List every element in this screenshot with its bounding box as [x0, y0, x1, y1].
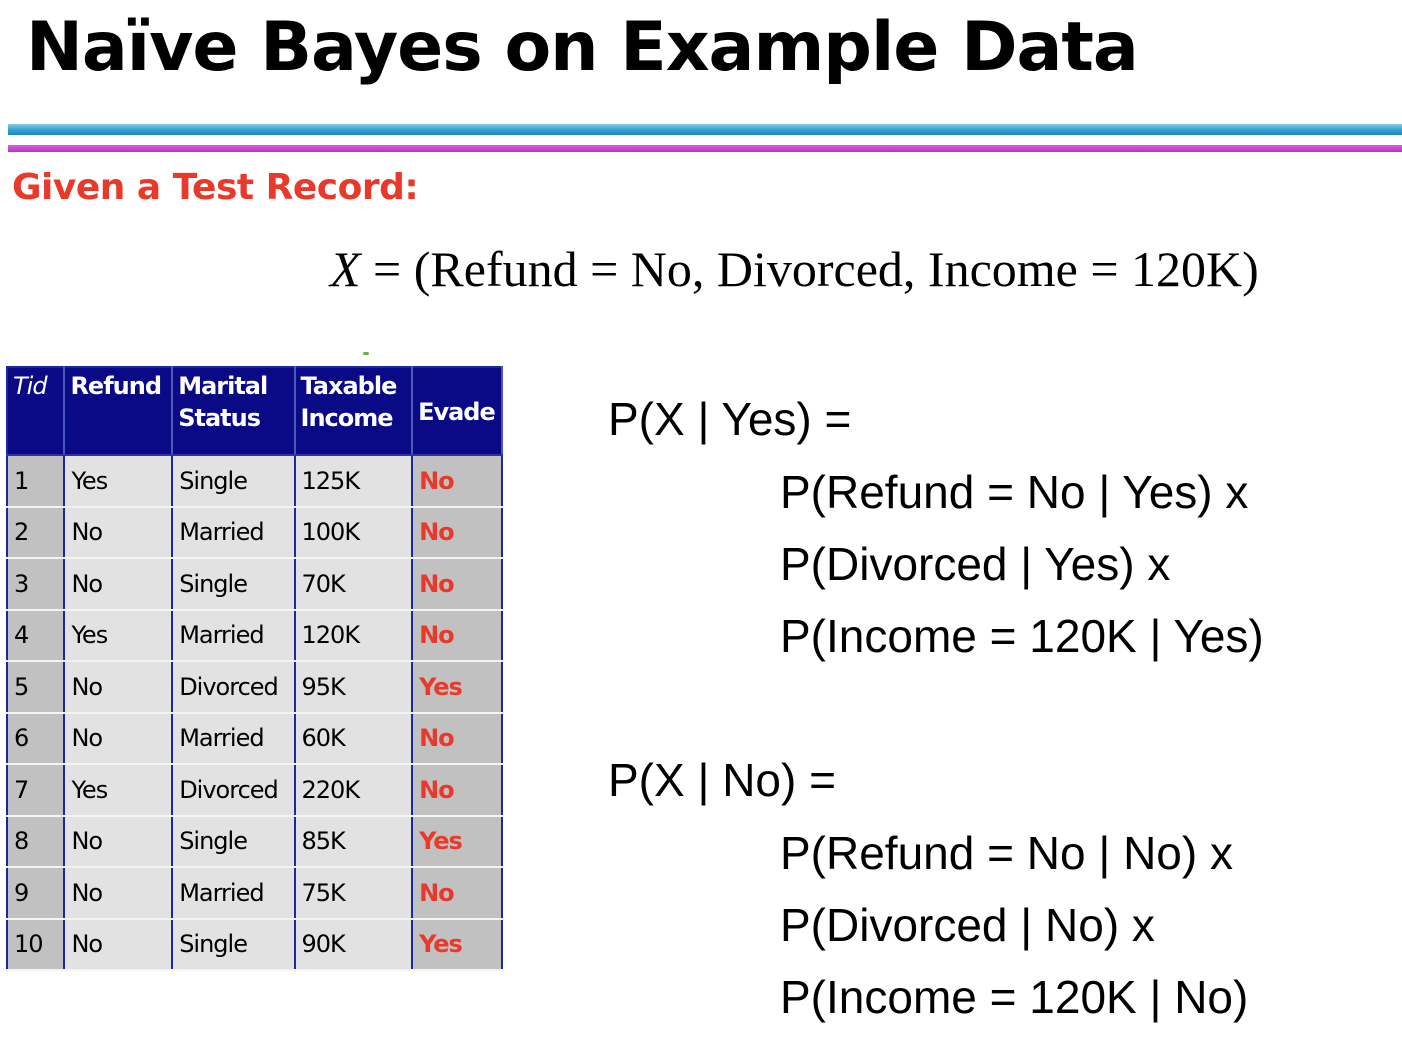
likelihood-no-heading: P(X | No) =	[608, 754, 836, 806]
cell-marital-status: Married	[172, 609, 296, 662]
cell-evade: No	[412, 867, 503, 920]
cell-tid: 4	[7, 609, 66, 662]
likelihood-no-term-income: P(Income = 120K | No)	[780, 971, 1249, 1023]
cell-tid: 6	[7, 712, 66, 765]
cell-refund: No	[64, 506, 174, 559]
cell-evade: No	[412, 506, 503, 559]
cell-tid: 2	[7, 506, 66, 559]
cell-evade: Yes	[412, 815, 503, 868]
cell-evade: No	[412, 712, 503, 765]
likelihood-yes-term-divorced: P(Divorced | Yes) x	[780, 538, 1171, 590]
formula-body: = (Refund = No, Divorced, Income = 120K)	[360, 241, 1259, 297]
column-header-refund: Refund	[64, 367, 174, 456]
column-header-tid: Tid	[7, 367, 66, 456]
column-header-marital-status: Marital Status	[172, 367, 296, 456]
cell-taxable-income: 90K	[294, 918, 414, 971]
cell-taxable-income: 75K	[294, 867, 414, 920]
cell-tid: 5	[7, 661, 66, 714]
formula-variable: X	[330, 241, 361, 297]
cell-marital-status: Single	[172, 918, 296, 971]
cell-evade: No	[412, 609, 503, 662]
decorative-dot	[363, 352, 369, 355]
cell-marital-status: Married	[172, 867, 296, 920]
cell-marital-status: Married	[172, 506, 296, 559]
slide-title: Naïve Bayes on Example Data	[26, 8, 1139, 87]
likelihood-yes-heading: P(X | Yes) =	[608, 393, 852, 445]
likelihood-no-term-divorced: P(Divorced | No) x	[780, 899, 1155, 951]
cell-refund: No	[64, 558, 174, 611]
cell-refund: No	[64, 661, 174, 714]
cell-evade: Yes	[412, 661, 503, 714]
likelihood-yes-term-refund: P(Refund = No | Yes) x	[780, 466, 1249, 518]
cell-tid: 8	[7, 815, 66, 868]
cell-taxable-income: 100K	[294, 506, 414, 559]
cell-tid: 1	[7, 455, 66, 508]
cell-tid: 10	[7, 918, 66, 971]
cell-taxable-income: 125K	[294, 455, 414, 508]
cell-marital-status: Single	[172, 815, 296, 868]
training-data-table: Tid Refund Marital Status Taxable Income…	[6, 366, 503, 971]
cell-tid: 7	[7, 764, 66, 817]
cell-refund: No	[64, 918, 174, 971]
cell-taxable-income: 70K	[294, 558, 414, 611]
cell-marital-status: Divorced	[172, 764, 296, 817]
cell-refund: Yes	[64, 764, 174, 817]
title-divider-purple	[8, 145, 1402, 152]
cell-evade: Yes	[412, 918, 503, 971]
test-record-formula: X = (Refund = No, Divorced, Income = 120…	[330, 240, 1259, 298]
cell-evade: No	[412, 764, 503, 817]
cell-marital-status: Divorced	[172, 661, 296, 714]
likelihood-no-term-refund: P(Refund = No | No) x	[780, 827, 1233, 879]
title-divider-blue	[8, 124, 1402, 135]
cell-taxable-income: 95K	[294, 661, 414, 714]
cell-refund: No	[64, 867, 174, 920]
cell-taxable-income: 85K	[294, 815, 414, 868]
cell-tid: 9	[7, 867, 66, 920]
cell-taxable-income: 220K	[294, 764, 414, 817]
cell-tid: 3	[7, 558, 66, 611]
cell-marital-status: Single	[172, 558, 296, 611]
cell-taxable-income: 60K	[294, 712, 414, 765]
column-header-evade: Evade	[412, 367, 503, 456]
column-header-taxable-income: Taxable Income	[294, 367, 414, 456]
cell-evade: No	[412, 558, 503, 611]
cell-taxable-income: 120K	[294, 609, 414, 662]
cell-refund: No	[64, 712, 174, 765]
likelihood-yes-term-income: P(Income = 120K | Yes)	[780, 610, 1264, 662]
cell-marital-status: Single	[172, 455, 296, 508]
cell-refund: Yes	[64, 609, 174, 662]
cell-marital-status: Married	[172, 712, 296, 765]
cell-evade: No	[412, 455, 503, 508]
table-header-row: Tid Refund Marital Status Taxable Income…	[7, 367, 503, 456]
cell-refund: Yes	[64, 455, 174, 508]
cell-refund: No	[64, 815, 174, 868]
test-record-heading: Given a Test Record:	[12, 167, 419, 208]
